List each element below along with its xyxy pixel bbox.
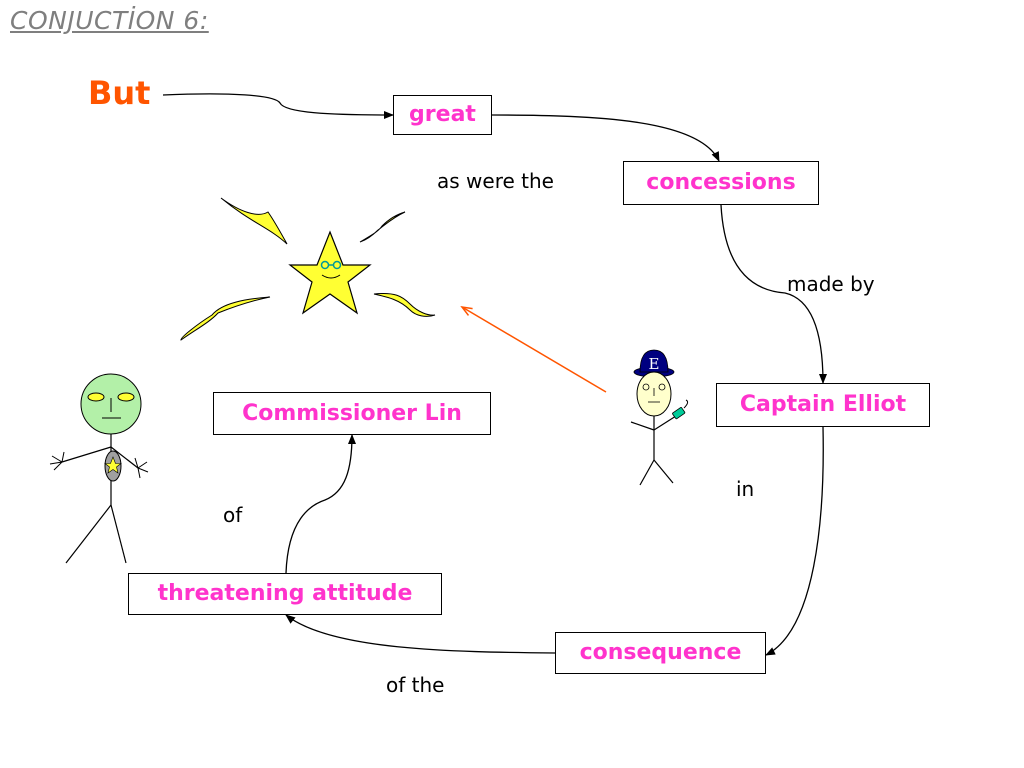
link-label-of-the: of the: [386, 673, 445, 697]
lin-eye-right: [117, 392, 135, 402]
concept-commissioner-lin: Commissioner Lin: [213, 392, 491, 435]
connector-threatening-to-lin: [285, 434, 356, 574]
connector-concessions-to-elliot: [720, 204, 827, 384]
lin-arm-left: [61, 446, 112, 463]
elliot-leg-left: [639, 459, 655, 486]
lin-hand-right: [134, 457, 149, 479]
lin-arm-right: [110, 446, 139, 469]
elliot-arm-right: [653, 415, 677, 431]
conjunction-label: But: [88, 74, 151, 112]
lin-leg-right: [110, 504, 127, 564]
elliot-pipe-smoke: [683, 399, 689, 409]
link-label-made-by: made by: [787, 272, 875, 296]
concept-threatening-attitude: threatening attitude: [128, 573, 442, 615]
link-label-in: in: [736, 477, 755, 501]
lin-leg-left: [65, 504, 112, 564]
link-label-as-were-the: as were the: [437, 169, 554, 193]
concept-concessions: concessions: [623, 161, 819, 205]
elliot-pipe-icon: [672, 407, 686, 420]
elliot-arm-left: [630, 421, 655, 431]
star-body: [288, 230, 372, 315]
lin-eye-left: [87, 392, 105, 402]
connector-great-to-concessions: [491, 114, 720, 162]
connector-but-to-great: [162, 93, 394, 119]
lin-badge-star: [104, 456, 122, 474]
sun-ray-3: [180, 296, 271, 341]
sun-ray-4: [373, 293, 436, 317]
link-label-of: of: [223, 503, 243, 527]
elliot-eye-right: [658, 383, 666, 391]
sun-ray-2: [359, 211, 406, 243]
elliot-hat-letter: E: [649, 355, 660, 373]
elliot-eye-left: [642, 383, 650, 391]
highlight-arrow: [462, 307, 607, 393]
lin-hand-left: [49, 451, 65, 471]
connector-consequence-to-threatening: [285, 614, 556, 654]
slide-title: CONJUCTİON 6:: [10, 6, 209, 35]
concept-captain-elliot: Captain Elliot: [716, 383, 930, 427]
star-mouth: [321, 274, 341, 279]
star-figure: [180, 197, 436, 341]
concept-great: great: [393, 95, 492, 135]
lin-figure: [49, 373, 149, 564]
elliot-hat-crown: [639, 349, 669, 373]
connector-elliot-to-consequence: [765, 426, 824, 656]
elliot-leg-right: [653, 459, 674, 484]
sun-ray-1: [220, 197, 288, 245]
elliot-figure: E: [630, 349, 689, 486]
concept-consequence: consequence: [555, 632, 766, 674]
